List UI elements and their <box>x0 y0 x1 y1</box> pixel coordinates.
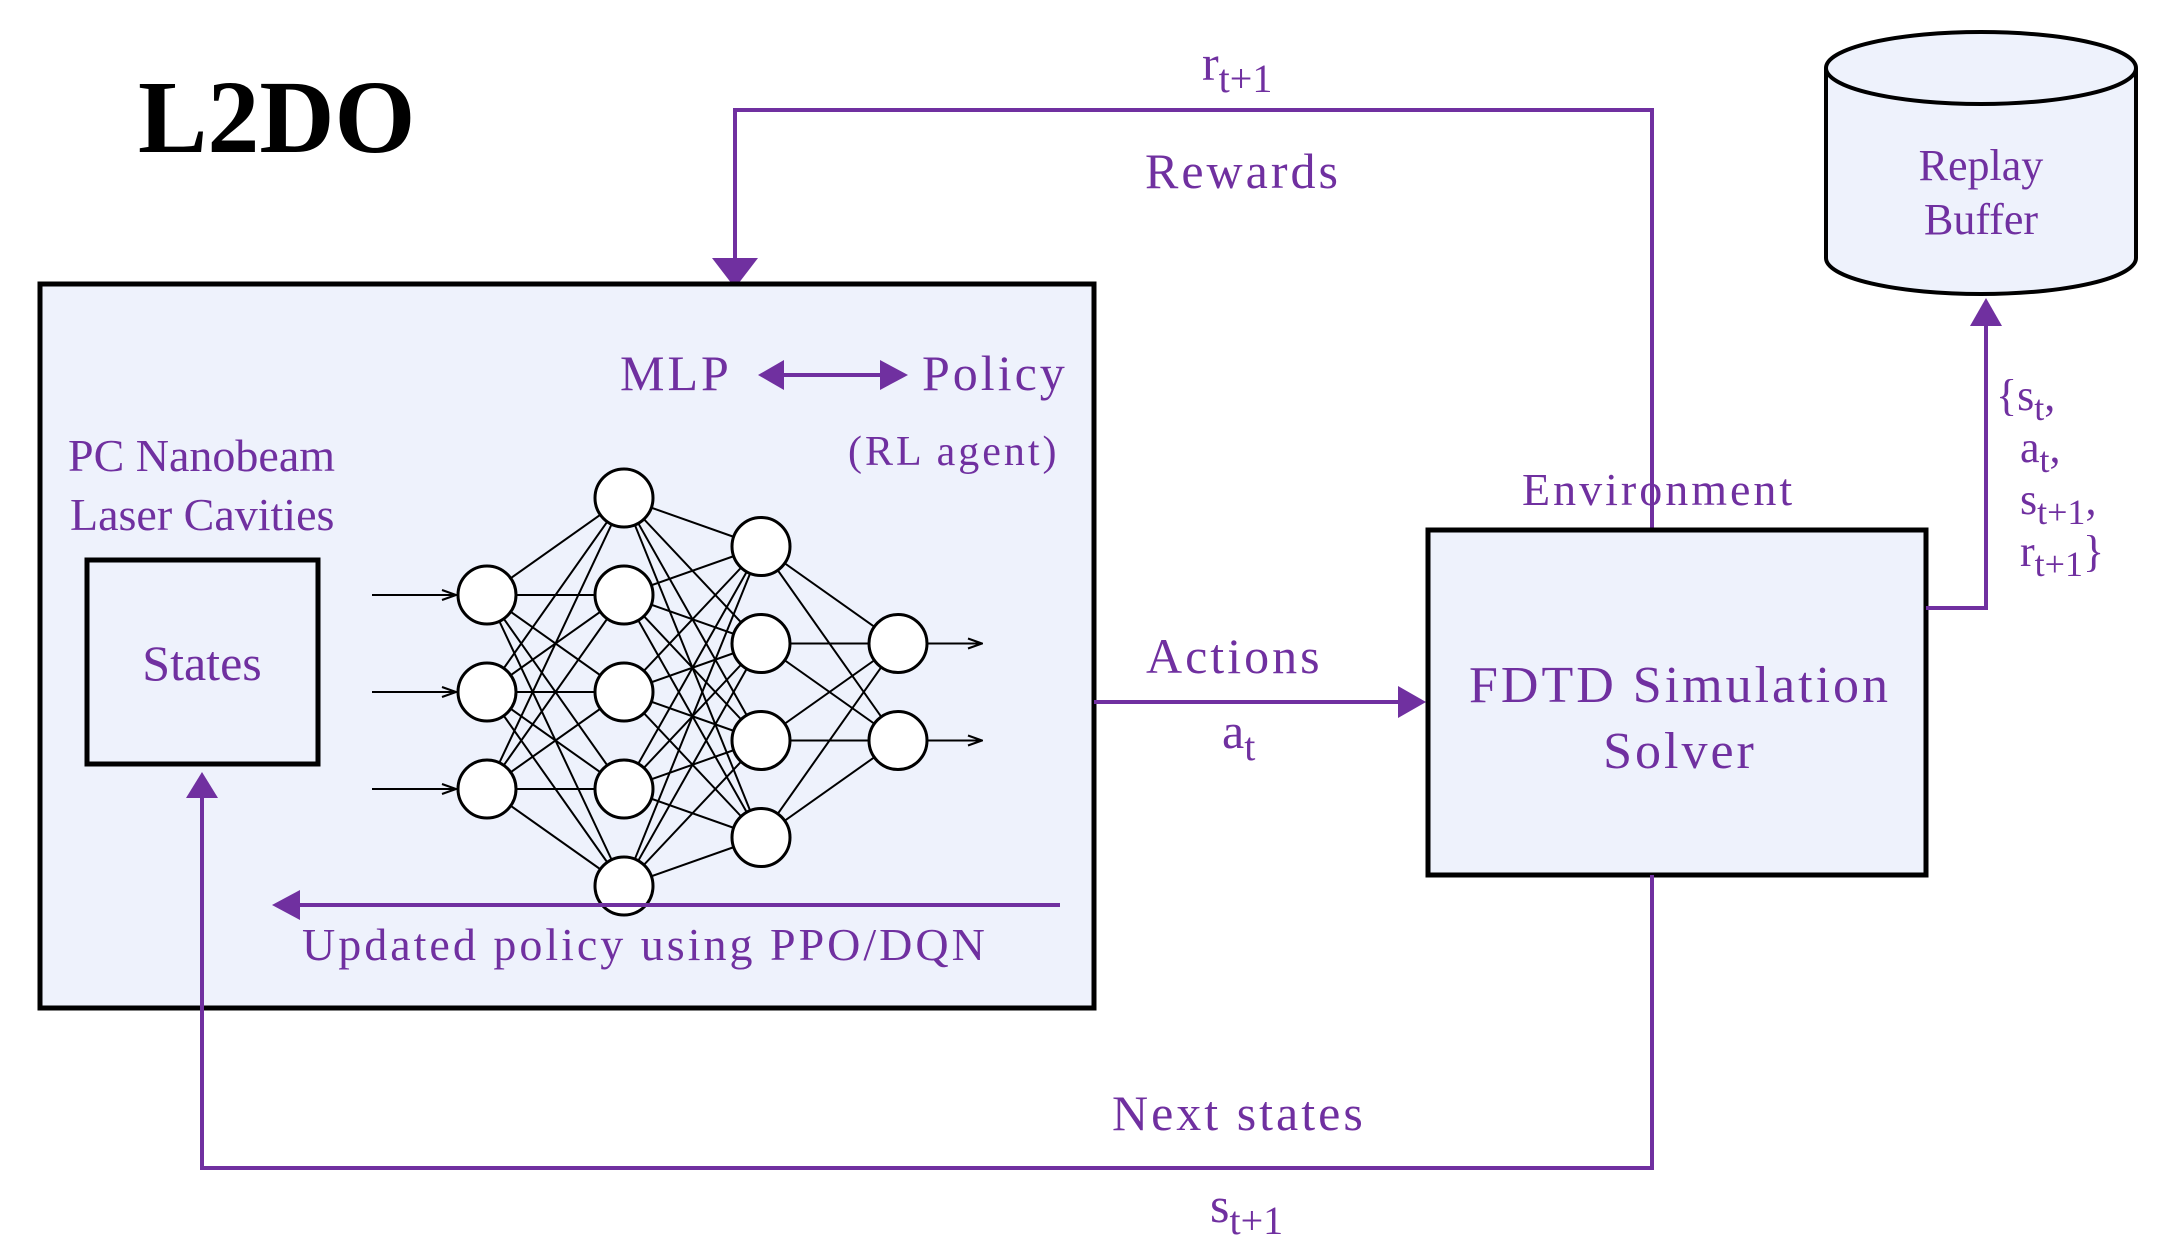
nn-edge <box>486 497 625 790</box>
nn-node <box>456 758 518 820</box>
nn-edge <box>486 497 625 693</box>
nn-edge <box>760 642 899 839</box>
mlp-label: MLP <box>620 345 732 401</box>
diagram-title: L2DO <box>138 60 415 175</box>
svg-text:st+1,: st+1, <box>2020 475 2096 532</box>
rewards-loop <box>712 108 1654 530</box>
nn-node <box>593 661 655 723</box>
transition-store-arrow <box>1926 298 2002 610</box>
nn-node <box>456 661 518 723</box>
mlp-policy-double-arrow <box>758 360 908 390</box>
nn-node <box>730 807 792 868</box>
solver-label-line2: Solver <box>1603 723 1757 780</box>
svg-text:{st,: {st, <box>1996 371 2055 428</box>
nn-node <box>867 613 929 674</box>
states-box <box>84 557 321 767</box>
neural-network-graphic <box>372 467 982 917</box>
nn-edge <box>623 739 762 887</box>
solver-label-line1: FDTD Simulation <box>1469 657 1891 714</box>
states-label: States <box>142 635 261 691</box>
solver-box <box>1425 527 1929 878</box>
nn-edge <box>623 643 762 887</box>
nn-node <box>730 613 792 674</box>
svg-text:at,: at, <box>2020 423 2061 480</box>
next-states-label: Next states <box>1112 1085 1366 1141</box>
nn-node <box>593 855 655 917</box>
nn-node <box>456 564 518 626</box>
nn-node <box>593 758 655 820</box>
cavities-label-line1: PC Nanobeam <box>68 430 335 481</box>
actions-label: Actions <box>1146 628 1323 684</box>
replay-buffer-label-line2: Buffer <box>1924 195 2038 244</box>
environment-label: Environment <box>1522 464 1795 515</box>
cavities-label-line2: Laser Cavities <box>70 489 334 540</box>
actions-arrow <box>1094 686 1426 718</box>
nn-edge <box>486 594 625 790</box>
policy-update-arrow <box>272 890 1060 920</box>
replay-buffer-cylinder <box>1824 30 2138 296</box>
rl-agent-label: (RL agent) <box>848 429 1060 475</box>
nn-node <box>867 710 929 771</box>
nn-node <box>593 467 655 529</box>
next-states-loop <box>186 772 1654 1170</box>
nn-node <box>730 710 792 771</box>
rewards-symbol: rt+1 <box>1202 35 1272 101</box>
policy-label: Policy <box>922 345 1068 401</box>
nn-edge <box>623 546 762 790</box>
nn-node <box>593 564 655 626</box>
transition-tuple: {st, at, st+1, rt+1} <box>1996 371 2104 584</box>
nn-node <box>730 516 792 577</box>
svg-text:rt+1}: rt+1} <box>2020 527 2104 584</box>
next-states-symbol: st+1 <box>1210 1177 1283 1243</box>
replay-buffer-label-line1: Replay <box>1919 141 2044 190</box>
nn-edge <box>623 546 762 887</box>
actions-symbol: at <box>1222 703 1255 769</box>
nn-edge <box>623 545 762 693</box>
rewards-label: Rewards <box>1145 143 1341 199</box>
policy-update-label: Updated policy using PPO/DQN <box>302 919 988 970</box>
